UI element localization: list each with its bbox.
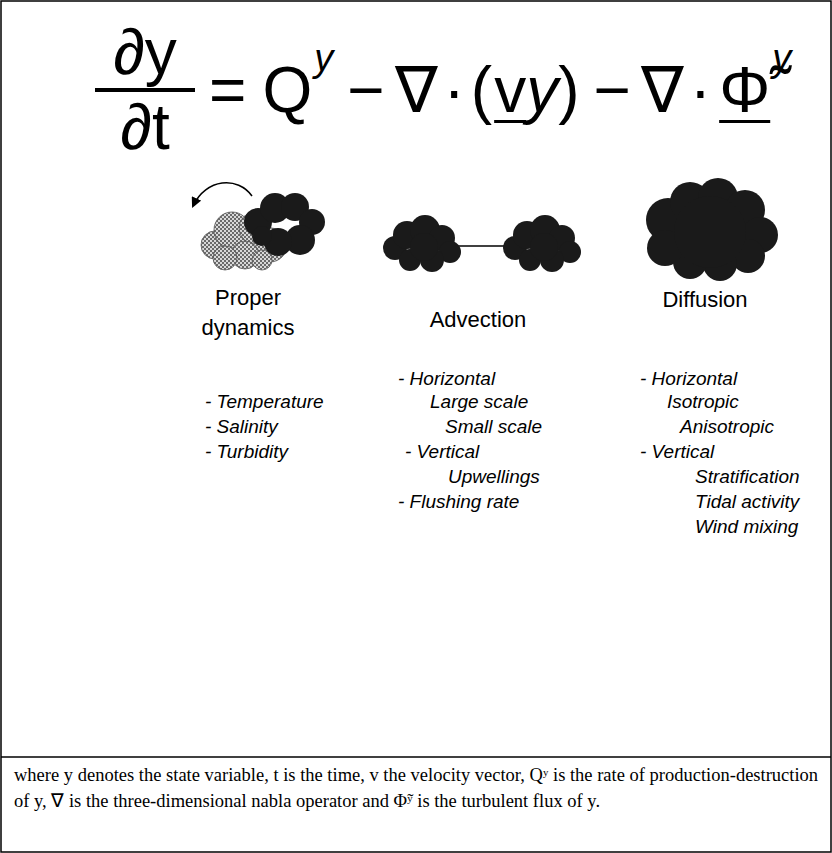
list-item: - Flushing rate (398, 490, 519, 514)
list-item: Tidal activity (695, 490, 799, 514)
list-item: - Vertical (405, 440, 479, 464)
list-item: Isotropic (667, 390, 739, 414)
process-heading: Diffusion (625, 285, 785, 315)
equation-term: ∇ (395, 55, 438, 125)
cycle-arrow (193, 183, 252, 206)
superscript: y (314, 38, 333, 80)
list-item: - Horizontal (398, 367, 495, 391)
equation-term: ∂t (120, 94, 169, 161)
fraction-bar (95, 88, 195, 92)
superscript: y (772, 38, 791, 80)
list-item: - Horizontal (640, 367, 737, 391)
equation: ∂y∂t=Qy−∇·(vy)−∇·Φ̃y (95, 10, 791, 170)
list-item: Stratification (695, 465, 800, 489)
dark-cloud (383, 215, 461, 272)
list-item: Wind mixing (695, 515, 798, 539)
equation-term: · (690, 55, 711, 125)
list-item: - Temperature (205, 390, 324, 414)
equation-term: Φ̃ (719, 55, 770, 125)
equation-term: ( (471, 55, 492, 125)
dark-cloud (244, 193, 325, 256)
equation-term: − (347, 55, 384, 125)
list-item: - Vertical (640, 440, 714, 464)
caption: where y denotes the state variable, t is… (14, 762, 820, 814)
big-cloud (646, 178, 778, 281)
equation-term: Q (262, 55, 312, 125)
equation-term: − (593, 55, 630, 125)
link-line (452, 245, 512, 247)
process-heading: Advection (398, 305, 558, 335)
equation-term: ) (558, 55, 579, 125)
list-item: - Turbidity (205, 440, 288, 464)
list-item: Large scale (430, 390, 528, 414)
equation-term: y (526, 55, 558, 125)
process-heading: Proper dynamics (183, 283, 313, 343)
equation-term: · (444, 55, 465, 125)
list-item: Anisotropic (680, 415, 774, 439)
fraction: ∂y ∂t (95, 19, 195, 161)
equation-term: = (209, 55, 246, 125)
list-item: Small scale (445, 415, 542, 439)
divider (1, 756, 831, 758)
equation-term: ∇ (641, 55, 684, 125)
dark-cloud (503, 215, 581, 272)
list-item: - Salinity (205, 415, 278, 439)
equation-term: ∂y (113, 19, 177, 86)
equation-term: v (494, 55, 526, 125)
list-item: Upwellings (448, 465, 540, 489)
